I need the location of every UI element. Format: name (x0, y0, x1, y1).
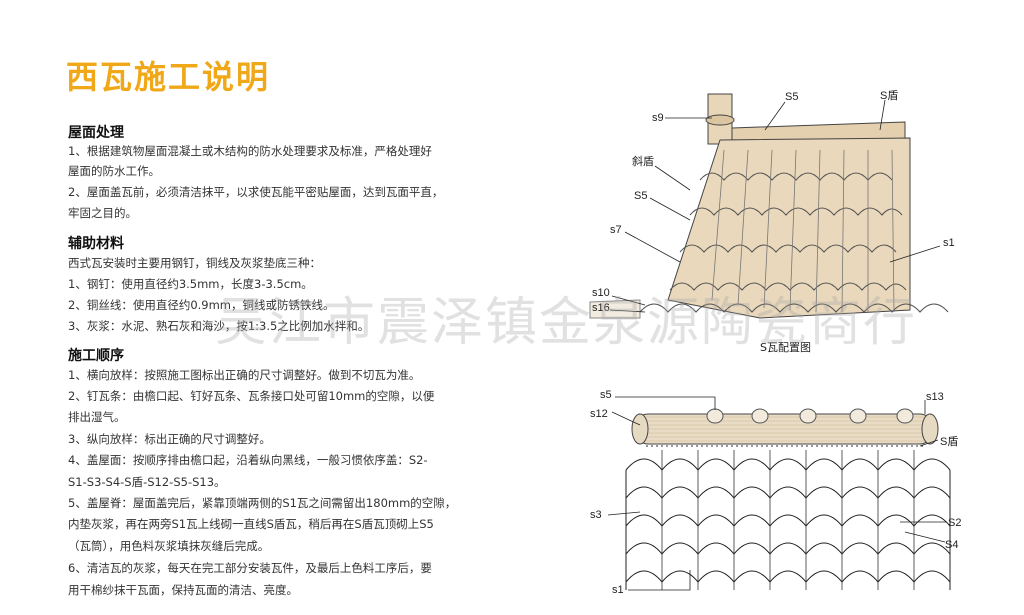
text-line: 6、清洁瓦的灰浆，每天在完工部分安装瓦件，及最后上色料工序后，要 (68, 561, 432, 575)
ridge-joints (706, 408, 914, 424)
ridge-bar (635, 413, 933, 445)
text-line: 1、横向放样：按照施工图标出正确的尺寸调整好。做到不切瓦为准。 (68, 368, 421, 382)
label-s7: s7 (610, 224, 622, 236)
text-line: S1-S3-S4-S盾-S12-S5-S13。 (68, 475, 226, 489)
text-line: 2、屋面盖瓦前，必须清洁抹平，以求使瓦能平密贴屋面，达到瓦面平直， (68, 185, 444, 199)
text-line: 屋面的防水工作。 (68, 164, 160, 178)
roof-diagram-bottom: s5 s13 s12 S盾 s3 S2 S4 s1 (590, 389, 961, 596)
label-S2: S2 (948, 517, 961, 529)
label-s13: s13 (926, 391, 944, 403)
text-line: 2、钉瓦条：由檐口起、钉好瓦条、瓦条接口处可留10mm的空隙，以便 (68, 389, 435, 403)
text-line: 5、盖屋脊：屋面盖完后，紧靠顶端两侧的S1瓦之间需留出180mm的空隙， (68, 496, 457, 510)
section-heading-treatment: 屋面处理 (68, 125, 124, 141)
ridge-end-right (921, 413, 939, 445)
label-s5-top: S5 (785, 91, 798, 103)
tile-grid (625, 458, 951, 590)
tile-verticals (711, 149, 895, 313)
text-line: 牢固之目的。 (68, 206, 137, 220)
text-line: 4、盖屋面：按顺序排由檐口起，沿着纵向黑线，一般习惯依序盖：S2- (68, 453, 428, 467)
label-s1-bottom: s1 (612, 584, 624, 596)
label-s9: s9 (652, 112, 664, 124)
diagram-caption: S瓦配置图 (760, 341, 811, 354)
ridge-end-left (631, 413, 649, 445)
label-S4: S4 (945, 539, 958, 551)
roof-diagram-top: s9 S5 S盾 斜盾 S5 s7 s1 s10 s16 S瓦配置图 (589, 89, 955, 354)
pipe-collar (705, 114, 735, 126)
label-s-dun-top: S盾 (880, 89, 898, 102)
label-xie-dun: 斜盾 (632, 155, 654, 168)
roof-body (667, 137, 911, 319)
tile-grid-verticals (661, 450, 915, 590)
text-line: 1、根据建筑物屋面混凝土或木结构的防水处理要求及标准，严格处理好 (68, 144, 432, 158)
label-s-dun-bottom: S盾 (940, 435, 958, 448)
text-line: 3、纵向放样：标出正确的尺寸调整好。 (68, 432, 271, 446)
text-line: （瓦筒），用色料灰浆填抹灰缝后完成。 (68, 539, 270, 553)
text-line: 3、灰浆：水泥、熟石灰和海沙，按1:3.5之比例加水拌和。 (68, 319, 370, 333)
section-heading-sequence: 施工顺序 (68, 348, 124, 364)
label-s10: s10 (592, 287, 610, 299)
label-s16: s16 (592, 302, 610, 314)
label-s12: s12 (590, 408, 608, 420)
label-s5-bottom: s5 (600, 389, 612, 401)
label-s1-top: s1 (943, 237, 955, 249)
text-line: 内垫灰浆，再在两旁S1瓦上线砌一直线S盾瓦，稍后再在S盾瓦顶砌上S5 (68, 517, 434, 531)
label-s5-side: S5 (634, 190, 647, 202)
text-line: 2、铜丝线：使用直径约0.9mm，铜线或防锈铁线。 (68, 298, 335, 312)
watermark: 吴江市震泽镇金泉源陶瓷商行 (215, 293, 918, 353)
text-line: 1、钢钉：使用直径约3.5mm，长度3-3.5cm。 (68, 277, 313, 291)
section-heading-materials: 辅助材料 (68, 236, 124, 252)
text-line: 排出湿气。 (68, 410, 126, 424)
text-line: 用干棉纱抹干瓦面，保持瓦面的清洁、亮度。 (68, 583, 298, 597)
page-title: 西瓦施工说明 (66, 58, 271, 96)
text-line: 西式瓦安装时主要用钢钉，铜线及灰浆垫底三种： (68, 256, 321, 270)
label-s3: s3 (590, 509, 602, 521)
eave-lip (589, 299, 641, 319)
